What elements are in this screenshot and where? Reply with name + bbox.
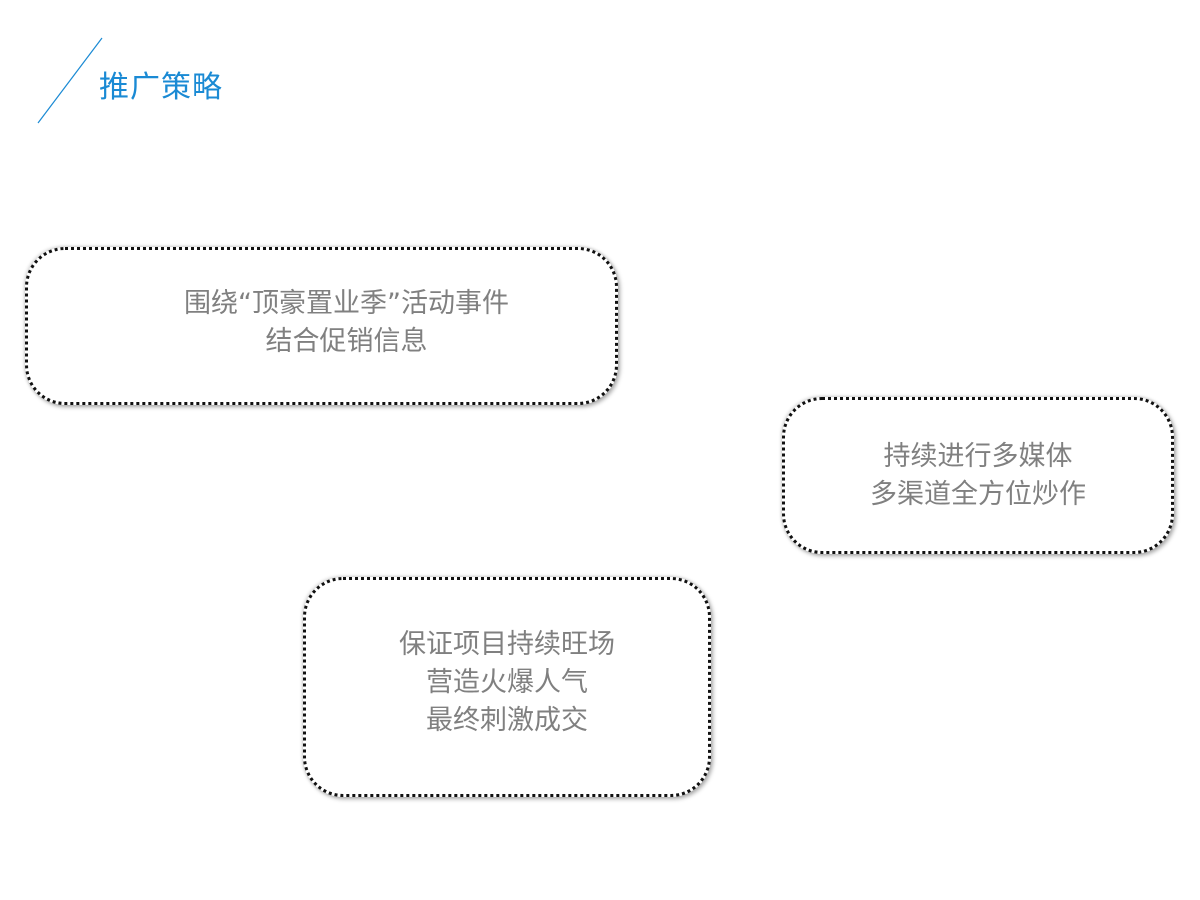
box-text-line: 结合促销信息 — [265, 326, 428, 357]
strategy-box-multimedia: 持续进行多媒体 多渠道全方位炒作 — [782, 397, 1174, 554]
box-text-line: 围绕“顶豪置业季”活动事件 — [184, 288, 509, 319]
box-text-line: 保证项目持续旺场 — [399, 629, 615, 660]
box-text: 围绕“顶豪置业季”活动事件 结合促销信息 — [184, 285, 509, 361]
box-text-line: 营造火爆人气 — [426, 667, 588, 698]
box-text: 持续进行多媒体 多渠道全方位炒作 — [870, 438, 1086, 514]
box-text-line: 多渠道全方位炒作 — [870, 478, 1086, 510]
strategy-box-conversion: 保证项目持续旺场 营造火爆人气 最终刺激成交 — [303, 577, 711, 797]
box-text-line: 持续进行多媒体 — [883, 440, 1073, 472]
slide-title: 推广策略 — [99, 70, 223, 105]
box-text: 保证项目持续旺场 营造火爆人气 最终刺激成交 — [399, 626, 615, 740]
strategy-box-event-promotion: 围绕“顶豪置业季”活动事件 结合促销信息 — [25, 247, 618, 405]
box-text-line: 最终刺激成交 — [426, 705, 588, 736]
